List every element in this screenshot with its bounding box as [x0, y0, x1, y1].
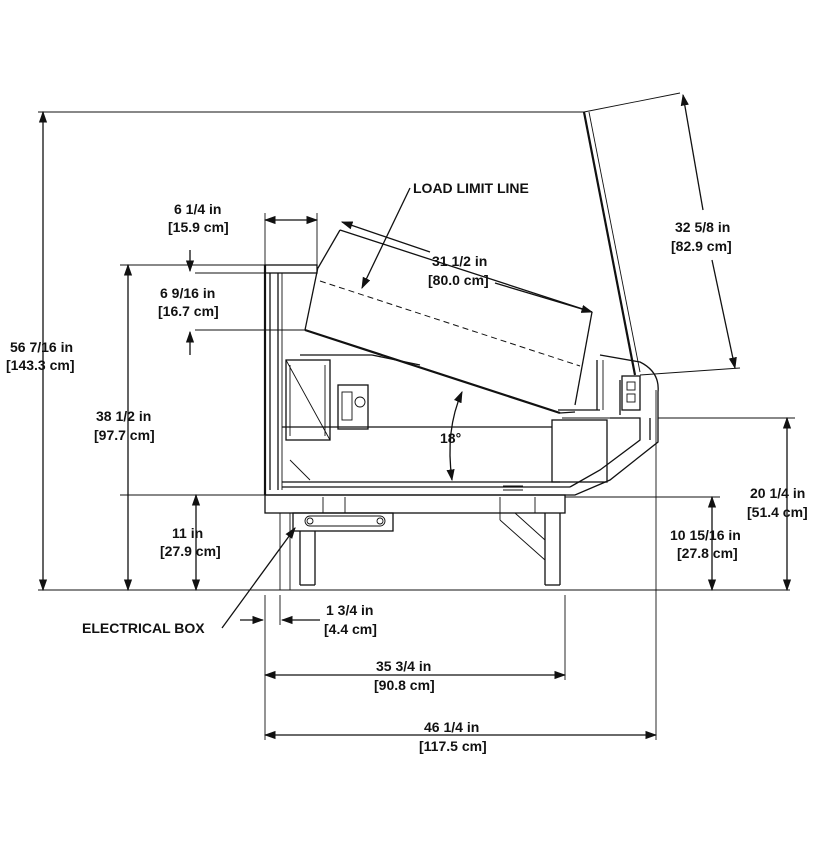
- base-depth-cm: [90.8 cm]: [374, 677, 435, 693]
- rear-height-in: 38 1/2 in: [96, 408, 151, 424]
- offset-in: 1 3/4 in: [326, 602, 373, 618]
- overall-depth-cm: [117.5 cm]: [419, 738, 487, 754]
- glass-length-in: 32 5/8 in: [675, 219, 730, 235]
- dimension-labels: 56 7/16 in [143.3 cm] 6 1/4 in [15.9 cm]…: [6, 180, 808, 754]
- front-base-cm: [27.8 cm]: [677, 545, 738, 561]
- front-height-in: 20 1/4 in: [750, 485, 805, 501]
- front-base-in: 10 15/16 in: [670, 527, 741, 543]
- overall-height-in: 56 7/16 in: [10, 339, 73, 355]
- rail-drop-in: 6 9/16 in: [160, 285, 215, 301]
- rail-width-in: 6 1/4 in: [174, 201, 221, 217]
- electrical-box-label: ELECTRICAL BOX: [82, 620, 205, 636]
- rail-width-cm: [15.9 cm]: [168, 219, 229, 235]
- front-height-cm: [51.4 cm]: [747, 504, 808, 520]
- dimension-lines: [38, 92, 795, 740]
- offset-cm: [4.4 cm]: [324, 621, 377, 637]
- case-outline: [263, 111, 659, 590]
- base-depth-in: 35 3/4 in: [376, 658, 431, 674]
- overall-height-cm: [143.3 cm]: [6, 357, 74, 373]
- angle-label: 18°: [440, 430, 461, 446]
- glass-length-cm: [82.9 cm]: [671, 238, 732, 254]
- rail-drop-cm: [16.7 cm]: [158, 303, 219, 319]
- overall-depth-in: 46 1/4 in: [424, 719, 479, 735]
- base-height-cm: [27.9 cm]: [160, 543, 221, 559]
- rear-height-cm: [97.7 cm]: [94, 427, 155, 443]
- base-height-in: 11 in: [172, 525, 203, 541]
- shelf-depth-in: 31 1/2 in: [432, 253, 487, 269]
- shelf-depth-cm: [80.0 cm]: [428, 272, 489, 288]
- load-limit-label: LOAD LIMIT LINE: [413, 180, 529, 196]
